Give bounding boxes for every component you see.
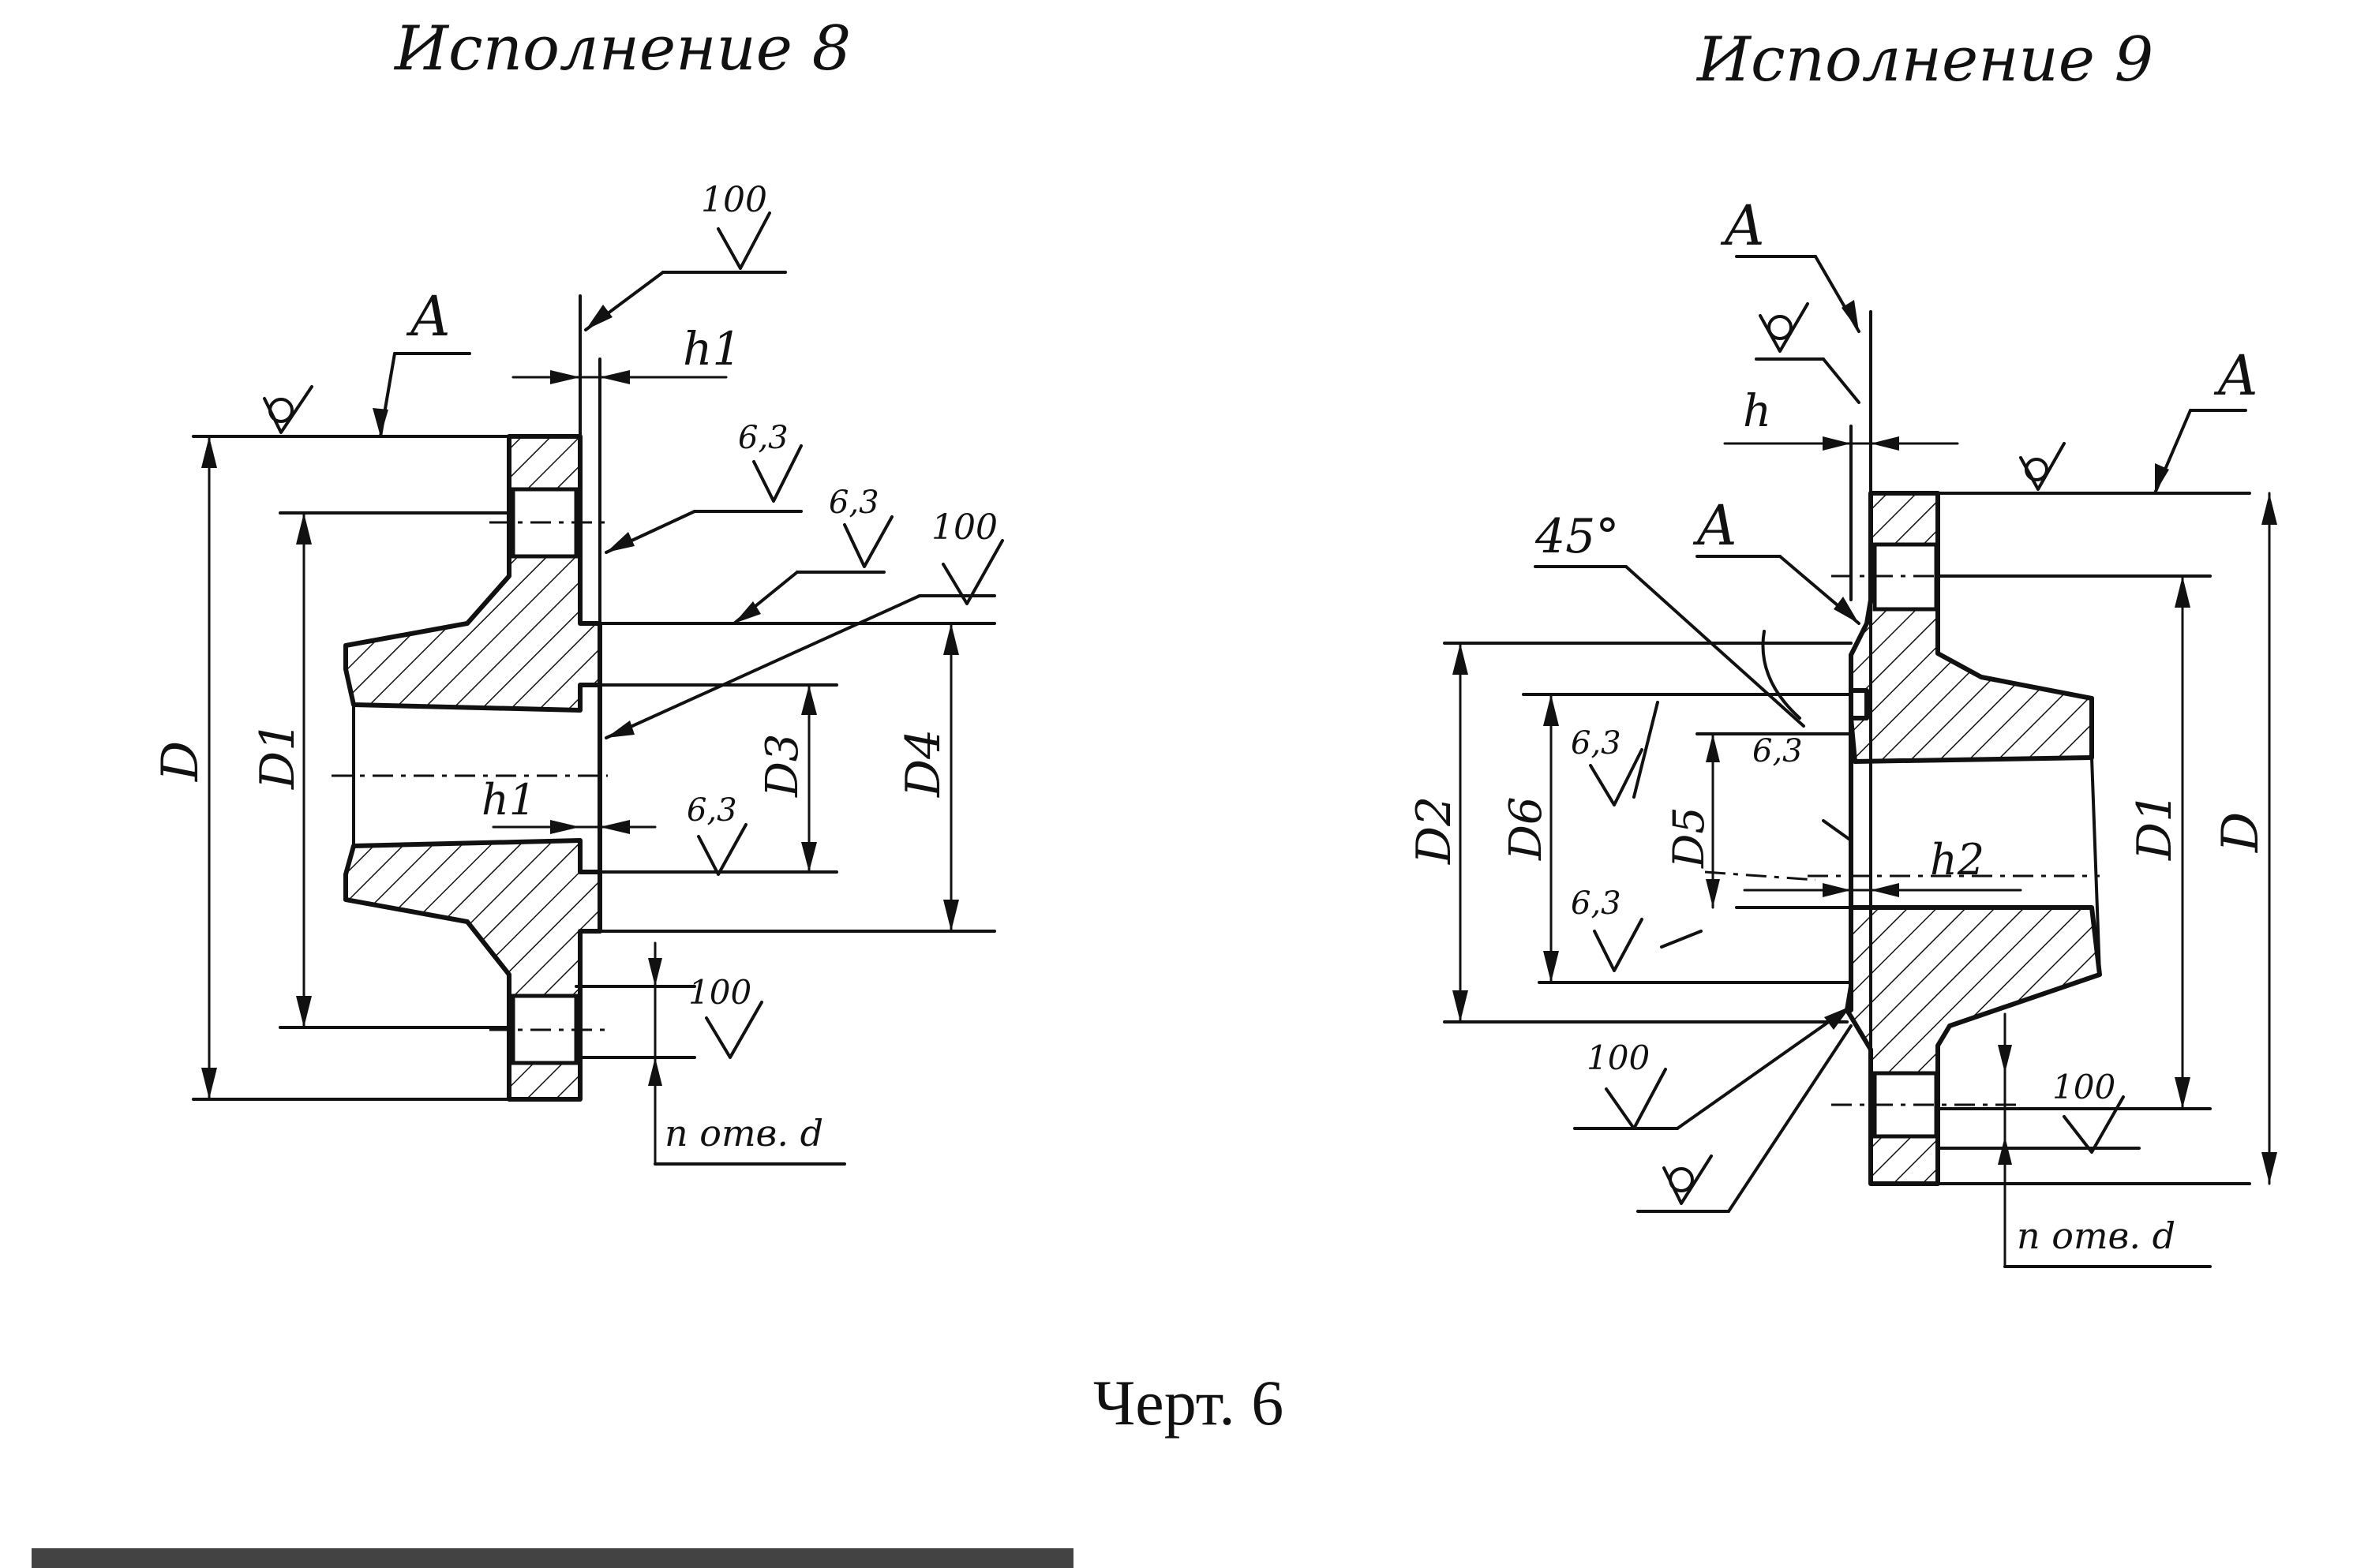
holes-label: n отв. d <box>2017 1214 2175 1257</box>
roughness-left-b-label: 6,3 <box>1571 885 1621 922</box>
roughness-check-icon <box>705 1001 763 1059</box>
dim-D6-label: D6 <box>1501 796 1552 861</box>
dim-D3-label: D3 <box>757 733 808 798</box>
roughness-bottom-right-label: 100 <box>2052 1068 2115 1106</box>
variant-9-drawing: D D1 D2 D6 D5 h h2 A A <box>1407 193 2277 1268</box>
dim-D-label: D <box>152 741 210 782</box>
flange-section-top <box>1849 491 2094 764</box>
dim-h1-top-label: h1 <box>683 322 741 376</box>
datum-right-label: A <box>2213 343 2258 408</box>
flange-section-top <box>343 434 602 713</box>
datum-A-label: A <box>406 284 451 349</box>
roughness-check-icon <box>605 444 803 554</box>
variant-8-title: Исполнение 8 <box>393 13 851 84</box>
roughness-center-label: 6,3 <box>1752 733 1803 769</box>
roughness-left-a-label: 6,3 <box>1571 725 1621 762</box>
dim-D5-label: D5 <box>1664 806 1714 869</box>
datum-top-label: A <box>1720 193 1765 258</box>
cropped-text-fragment <box>32 1548 1073 1568</box>
roughness-check-icon <box>2063 1095 2125 1154</box>
datum-mid-label: A <box>1692 493 1737 558</box>
roughness-check-icon <box>697 823 747 876</box>
dim-D1-label: D1 <box>2127 792 2183 861</box>
roughness-check-icon <box>1589 701 1659 806</box>
roughness-right-label: 100 <box>931 507 998 548</box>
datum-circle-icon <box>1767 315 1793 340</box>
dim-D-label: D <box>2212 812 2270 853</box>
roughness-top-label: 100 <box>701 180 767 220</box>
roughness-check-icon <box>1573 1005 1853 1130</box>
dim-D4-label: D4 <box>896 729 951 798</box>
dim-h2-label: h2 <box>1930 835 1984 885</box>
roughness-lower-label: 100 <box>688 973 751 1012</box>
roughness-check-icon <box>584 211 787 331</box>
roughness-upper-a-label: 6,3 <box>738 420 789 456</box>
dim-D2-label: D2 <box>1407 796 1462 865</box>
dim-h-label: h <box>1743 386 1771 437</box>
dim-D1-label: D1 <box>250 721 305 790</box>
figure-caption: Черт. 6 <box>1093 1367 1283 1439</box>
holes-label: n отв. d <box>665 1112 823 1154</box>
dim-h1-mid-label: h1 <box>481 775 536 825</box>
flange-section-bottom <box>1845 905 2102 1186</box>
angle-label: 45° <box>1534 509 1619 564</box>
roughness-middle-label: 6,3 <box>687 792 737 829</box>
variant-8-drawing: D D1 D3 D4 h1 h1 A 10 <box>152 180 1004 1166</box>
roughness-bottom-left-label: 100 <box>1587 1038 1650 1077</box>
roughness-upper-b-label: 6,3 <box>829 485 879 521</box>
variant-9-title: Исполнение 9 <box>1695 24 2153 95</box>
roughness-check-icon <box>605 539 1004 739</box>
roughness-check-icon <box>733 515 894 625</box>
roughness-check-icon <box>1593 918 1703 972</box>
